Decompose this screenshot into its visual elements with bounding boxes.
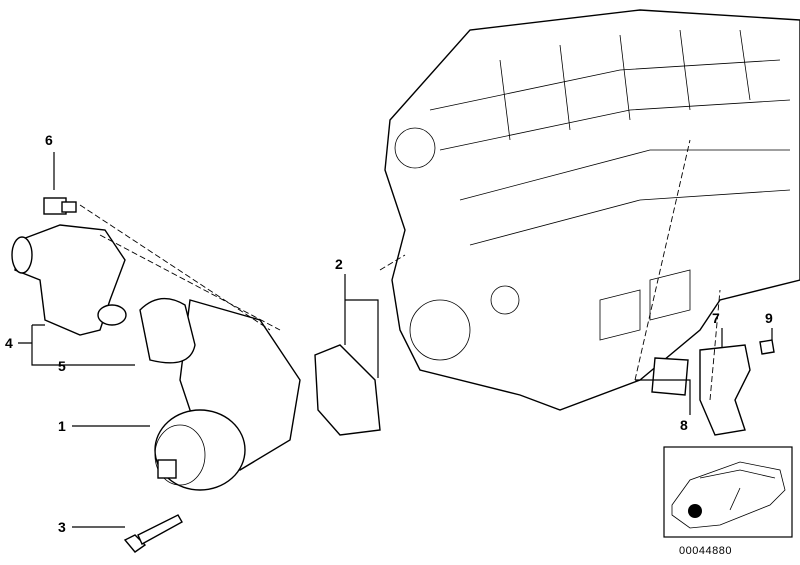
callout-5[interactable]: 5: [58, 358, 66, 374]
bolt-6: [43, 197, 77, 215]
bolt-9: [759, 339, 775, 355]
gasket-8: [651, 357, 689, 396]
callout-2[interactable]: 2: [335, 256, 343, 272]
water-neck-7: [699, 344, 751, 436]
bolt-3: [123, 514, 183, 553]
water-pump: [154, 299, 301, 491]
callout-3[interactable]: 3: [58, 519, 66, 535]
seal-ring-5: [139, 297, 196, 364]
callout-6[interactable]: 6: [45, 132, 53, 148]
diagram-number: 00044880: [679, 545, 732, 557]
gasket-2: [314, 344, 381, 436]
vehicle-locator-inset[interactable]: [663, 446, 793, 538]
callout-8[interactable]: 8: [680, 417, 688, 433]
thermostat-housing: [11, 224, 127, 336]
callout-9[interactable]: 9: [765, 310, 773, 326]
engine-block: [384, 9, 800, 411]
car-location-icon: [688, 504, 702, 518]
leader-lines: [18, 139, 773, 528]
callout-1[interactable]: 1: [58, 418, 66, 434]
callout-4[interactable]: 4: [5, 335, 13, 351]
callout-7[interactable]: 7: [712, 310, 720, 326]
